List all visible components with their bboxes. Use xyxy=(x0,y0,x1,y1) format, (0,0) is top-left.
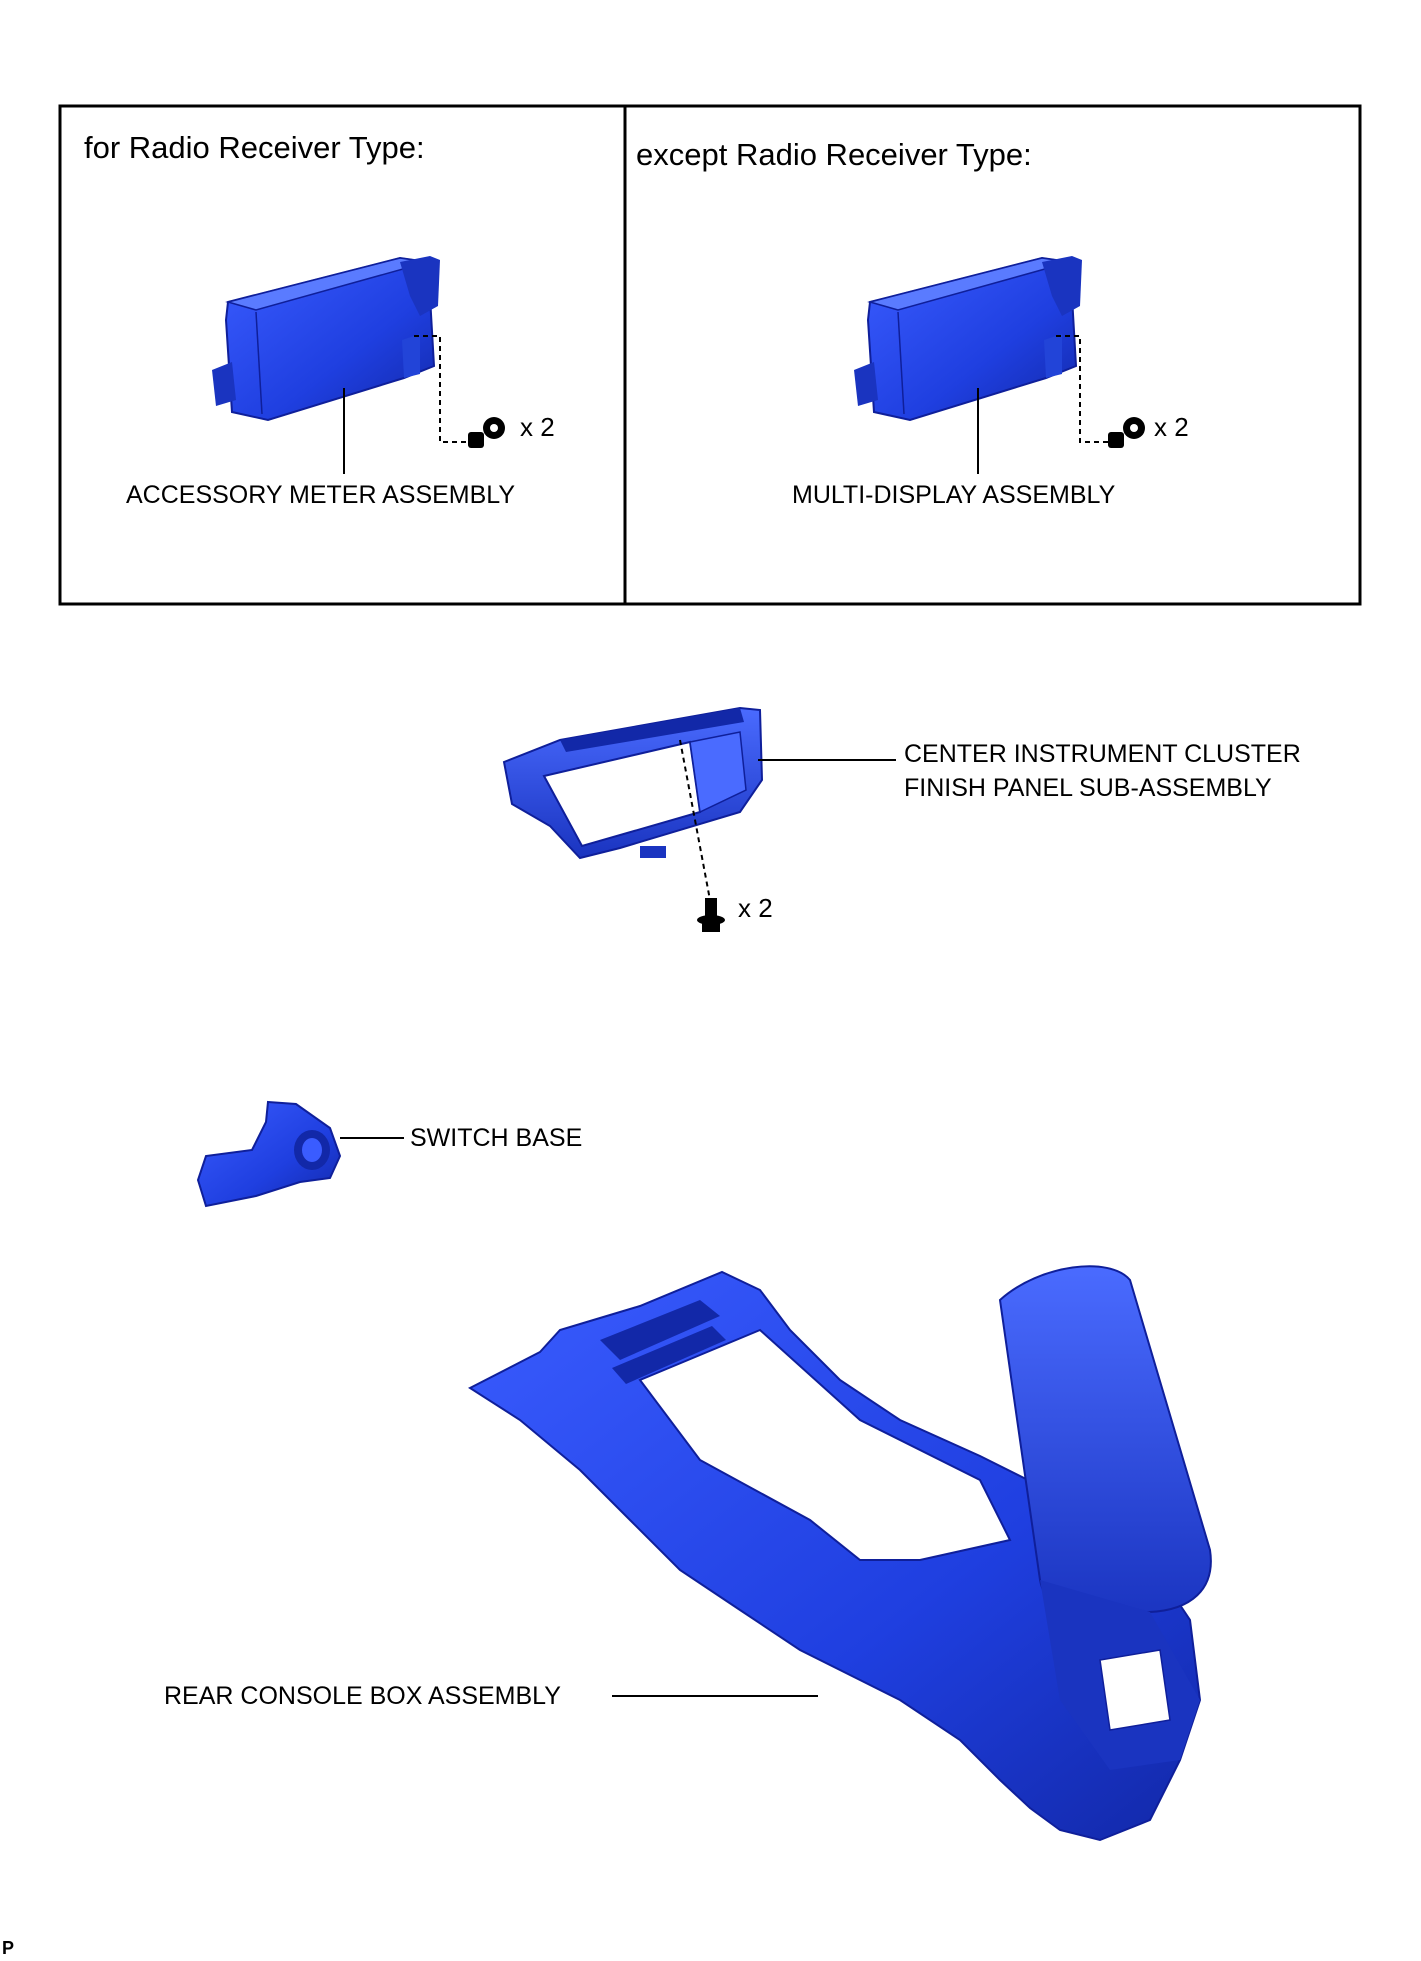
variant-box-frame xyxy=(58,104,1362,606)
multi-display-screw-icon xyxy=(1108,417,1145,448)
accessory-meter-screw-icon xyxy=(468,417,505,448)
accessory-meter-assembly-illustration xyxy=(212,256,440,422)
rear-console-box-label: REAR CONSOLE BOX ASSEMBLY xyxy=(164,1682,561,1710)
accessory-meter-screw-dashed-line xyxy=(414,335,470,443)
rear-console-box-illustration xyxy=(467,1265,1212,1842)
multi-display-screw-dashed-line xyxy=(1056,335,1110,443)
finish-panel-clip-qty: x 2 xyxy=(738,893,773,923)
right-variant-header: except Radio Receiver Type: xyxy=(636,137,1032,172)
accessory-meter-label: ACCESSORY METER ASSEMBLY xyxy=(126,481,516,509)
left-variant-header: for Radio Receiver Type: xyxy=(84,130,425,165)
multi-display-screw-qty: x 2 xyxy=(1154,412,1189,442)
switch-base-label: SWITCH BASE xyxy=(410,1124,583,1152)
clip-icon xyxy=(697,898,725,932)
finish-panel-clip-dashed-line xyxy=(679,739,711,901)
switch-base-illustration xyxy=(196,1100,342,1208)
corner-mark: P xyxy=(2,1938,15,1958)
multi-display-assembly-illustration xyxy=(854,256,1082,422)
multi-display-label: MULTI-DISPLAY ASSEMBLY xyxy=(792,481,1116,509)
finish-panel-label-line1: CENTER INSTRUMENT CLUSTER xyxy=(904,740,1301,768)
accessory-meter-screw-qty: x 2 xyxy=(520,412,555,442)
finish-panel-illustration xyxy=(502,706,764,860)
finish-panel-label-line2: FINISH PANEL SUB-ASSEMBLY xyxy=(904,774,1272,802)
